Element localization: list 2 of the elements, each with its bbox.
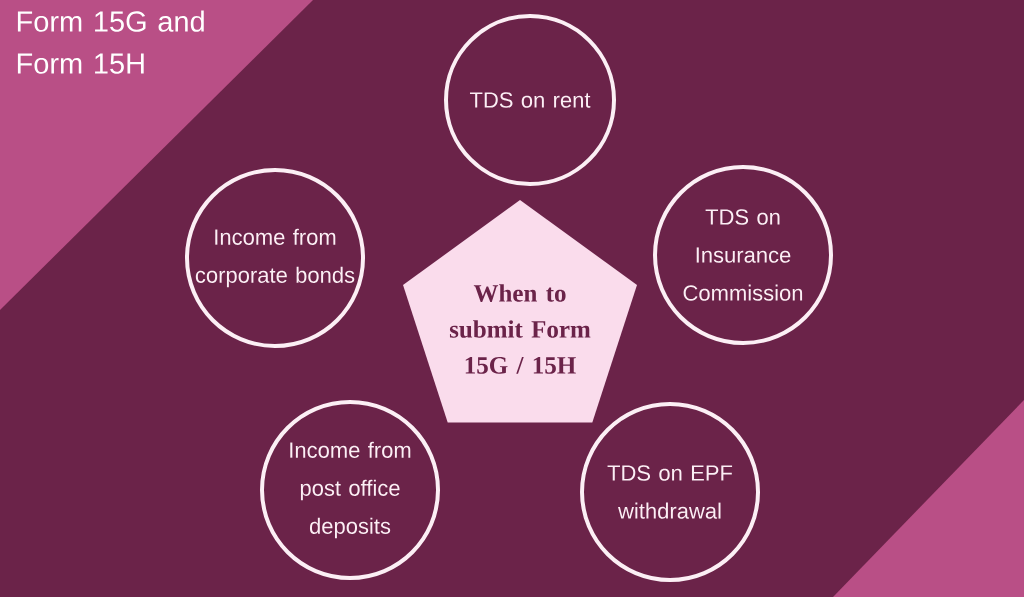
title: Form 15G and Form 15H — [17, 10, 204, 74]
pentagon: When to submit Form 15G / 15H — [403, 200, 637, 423]
